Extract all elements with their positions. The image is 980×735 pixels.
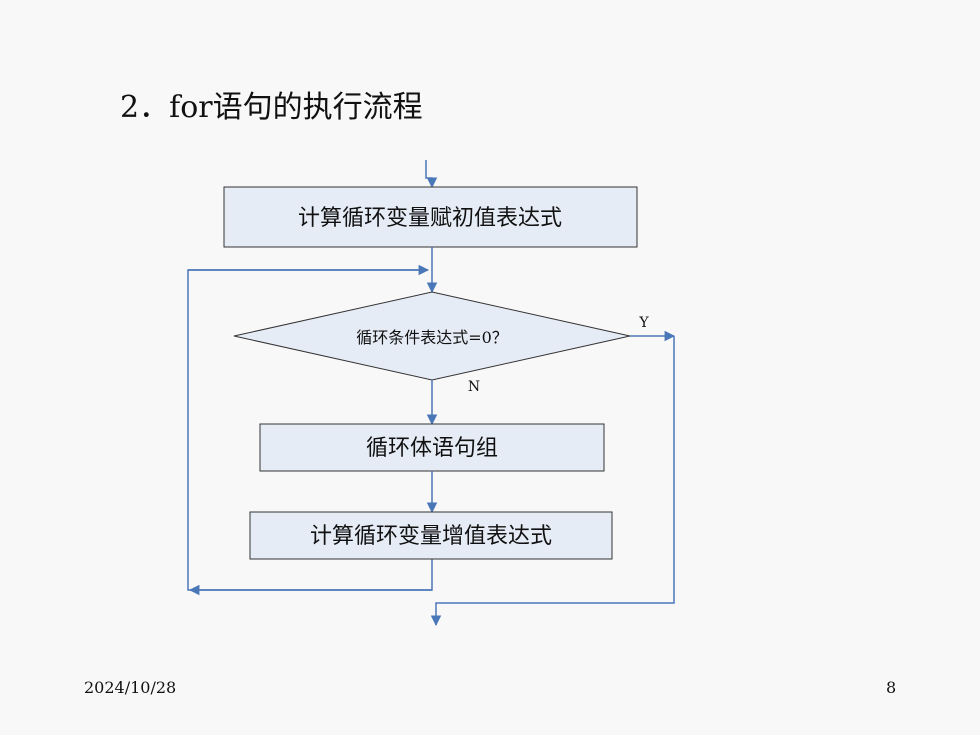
loop-body-label: 循环体语句组	[366, 436, 498, 461]
condition-label: 循环条件表达式=0？	[356, 328, 508, 347]
increment-label: 计算循环变量增值表达式	[310, 524, 552, 549]
loop-body-box: 循环体语句组	[259, 423, 605, 472]
no-label: N	[468, 379, 480, 395]
entry-arrow	[425, 160, 438, 189]
condition-diamond: 循环条件表达式=0？	[233, 291, 631, 381]
increment-box: 计算循环变量增值表达式	[249, 511, 613, 560]
yes-label: Y	[638, 315, 649, 331]
exit-line	[430, 336, 675, 627]
slide-title: 2．for语句的执行流程	[120, 90, 423, 125]
init-box: 计算循环变量赋初值表达式	[223, 186, 638, 248]
page-number: 8	[886, 678, 897, 697]
footer-date: 2024/10/28	[84, 678, 177, 697]
init-box-label: 计算循环变量赋初值表达式	[298, 206, 562, 231]
